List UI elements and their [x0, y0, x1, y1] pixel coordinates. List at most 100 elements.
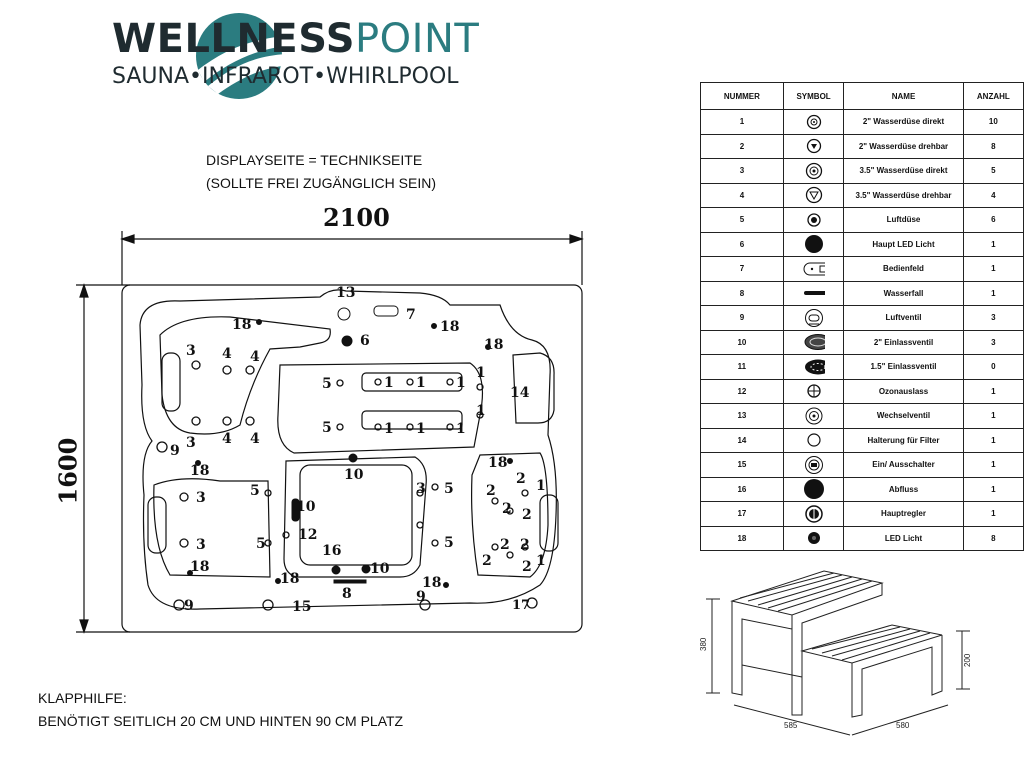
- label-18: 18: [280, 571, 299, 587]
- cell-symbol: [782, 182, 845, 208]
- drain-icon: [803, 479, 825, 500]
- cell-symbol: [782, 427, 845, 453]
- label-1: 1: [476, 365, 486, 381]
- cell-nummer: 4: [700, 182, 784, 208]
- label-18: 18: [232, 317, 251, 333]
- stairs-width-585: 585: [784, 721, 798, 730]
- cell-anzahl: 0: [962, 354, 1024, 380]
- cell-symbol: [782, 256, 845, 282]
- cell-anzahl: 6: [962, 207, 1024, 233]
- cell-name: 2" Einlassventil: [843, 329, 964, 355]
- cell-symbol: [782, 501, 845, 527]
- cell-nummer: 6: [700, 231, 784, 257]
- label-18: 18: [190, 559, 209, 575]
- cell-name: Ozonauslass: [843, 378, 964, 404]
- label-1: 1: [456, 421, 466, 437]
- width-dimension: 2100: [323, 203, 390, 232]
- stairs-height-200: 200: [963, 653, 972, 667]
- cell-nummer: 12: [700, 378, 784, 404]
- label-18: 18: [190, 463, 209, 479]
- label-4: 4: [250, 431, 260, 447]
- label-1: 1: [476, 403, 486, 419]
- cell-name: Hauptregler: [843, 501, 964, 527]
- display-side-subnote: (SOLLTE FREI ZUGÄNGLICH SEIN): [206, 175, 436, 191]
- cell-nummer: 14: [700, 427, 784, 453]
- label-13: 13: [336, 285, 355, 301]
- label-1: 1: [384, 375, 394, 391]
- label-18: 18: [484, 337, 503, 353]
- cell-anzahl: 1: [962, 452, 1024, 478]
- cell-nummer: 2: [700, 133, 784, 159]
- cell-nummer: 5: [700, 207, 784, 233]
- waterfall-icon: [803, 286, 825, 300]
- cell-symbol: [782, 525, 845, 551]
- label-12: 12: [298, 527, 317, 543]
- inlet-valve-2-icon: [803, 334, 825, 351]
- spa-stairs-drawing: 380 200 585 580: [700, 570, 972, 736]
- label-18: 18: [440, 319, 459, 335]
- waterfall-8: [333, 579, 367, 584]
- brand-name: WELLNESSPOINT: [112, 16, 480, 62]
- power-switch-icon: [803, 455, 825, 474]
- tub-shell-outline: [139, 289, 557, 610]
- stair-top-step: [730, 570, 884, 616]
- label-9: 9: [416, 589, 426, 605]
- brand-tagline: SAUNA•INFRAROT•WHIRLPOOL: [112, 64, 459, 89]
- cell-symbol: [782, 452, 845, 478]
- label-2: 2: [482, 553, 492, 569]
- label-10: 10: [344, 467, 364, 483]
- label-3: 3: [186, 435, 196, 451]
- cell-anzahl: 1: [962, 501, 1024, 527]
- cell-anzahl: 8: [962, 525, 1024, 551]
- stairs-width-580: 580: [896, 721, 910, 730]
- cell-anzahl: 5: [962, 158, 1024, 184]
- jet-large-rotating-icon: [803, 187, 825, 204]
- jet-large-direct-icon: [803, 162, 825, 179]
- cell-symbol: [782, 403, 845, 429]
- cell-symbol: [782, 158, 845, 184]
- cell-anzahl: 1: [962, 476, 1024, 502]
- label-10: 10: [296, 499, 316, 515]
- cell-nummer: 11: [700, 354, 784, 380]
- label-7: 7: [406, 307, 416, 323]
- label-4: 4: [222, 346, 232, 362]
- led-light-icon: [803, 531, 825, 545]
- cell-name: Wasserfall: [843, 280, 964, 306]
- label-1: 1: [536, 553, 546, 569]
- label-6: 6: [360, 333, 370, 349]
- klapphilfe-text: BENÖTIGT SEITLICH 20 CM UND HINTEN 90 CM…: [38, 713, 404, 729]
- cell-symbol: [782, 378, 845, 404]
- header-nummer: NUMMER: [700, 82, 784, 110]
- ozone-outlet-icon: [803, 384, 825, 398]
- cell-anzahl: 1: [962, 427, 1024, 453]
- cell-anzahl: 1: [962, 403, 1024, 429]
- cell-name: Luftventil: [843, 305, 964, 331]
- label-4: 4: [222, 431, 232, 447]
- drain-16: [331, 565, 341, 575]
- label-2: 2: [522, 559, 532, 575]
- tub-outer-frame: [121, 284, 583, 633]
- cell-nummer: 9: [700, 305, 784, 331]
- tub-layout-drawing: 13 7 6 18 18 18 3 4 4 3 4 4 5 5 1 1 1 1 …: [76, 231, 584, 634]
- cell-anzahl: 1: [962, 231, 1024, 257]
- label-4: 4: [250, 349, 260, 365]
- cell-symbol: [782, 476, 845, 502]
- cell-name: 3.5" Wasserdüse drehbar: [843, 182, 964, 208]
- main-led-6: [341, 335, 353, 347]
- label-2: 2: [520, 537, 530, 553]
- cell-symbol: [782, 305, 845, 331]
- cell-anzahl: 1: [962, 256, 1024, 282]
- cell-nummer: 16: [700, 476, 784, 502]
- label-1: 1: [384, 421, 394, 437]
- stairs-height-380: 380: [700, 637, 708, 651]
- main-led-icon: [803, 235, 825, 254]
- label-14: 14: [510, 385, 530, 401]
